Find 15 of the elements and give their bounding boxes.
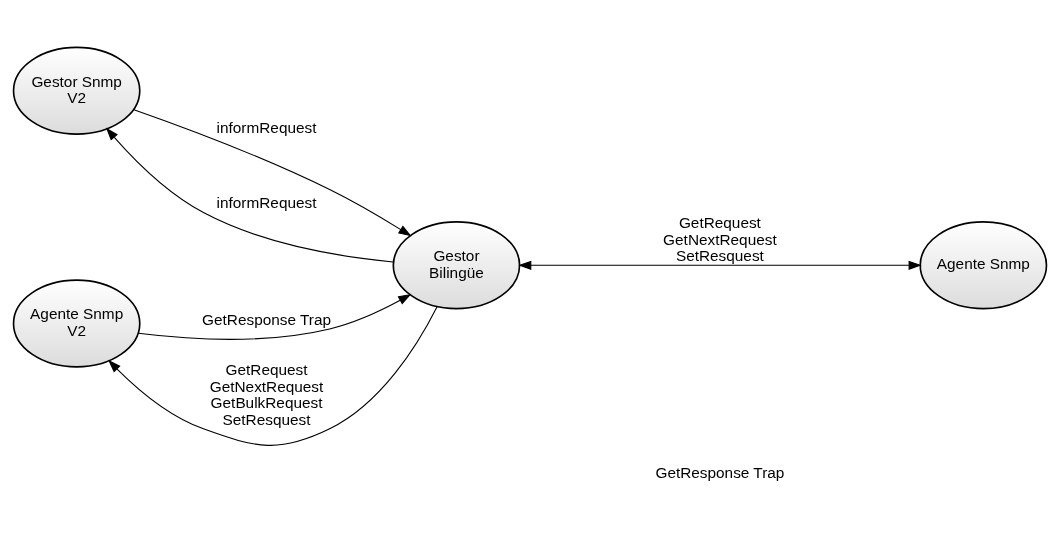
edge-label: GetRequest GetNextRequest SetResquest (663, 213, 777, 264)
arrow (133, 108, 412, 236)
label: GetResponse Trap (655, 463, 785, 481)
node-ellipse: Agente Snmp (919, 220, 1048, 309)
edge-label: informRequest (216, 118, 317, 136)
node-ellipse: Agente Snmp V2 (12, 278, 141, 368)
edge-label: informRequest (216, 193, 317, 211)
arrow (108, 305, 438, 446)
arrow (137, 293, 412, 340)
edge-label: GetRequest GetNextRequest GetBulkRequest SetResquest (209, 360, 324, 428)
arrow (105, 127, 394, 262)
node-ellipse: Gestor Snmp V2 (12, 46, 141, 135)
node-ellipse: Gestor Bilingüe (392, 220, 521, 309)
edge-label: GetResponse Trap (202, 310, 332, 328)
arrow (518, 260, 922, 270)
